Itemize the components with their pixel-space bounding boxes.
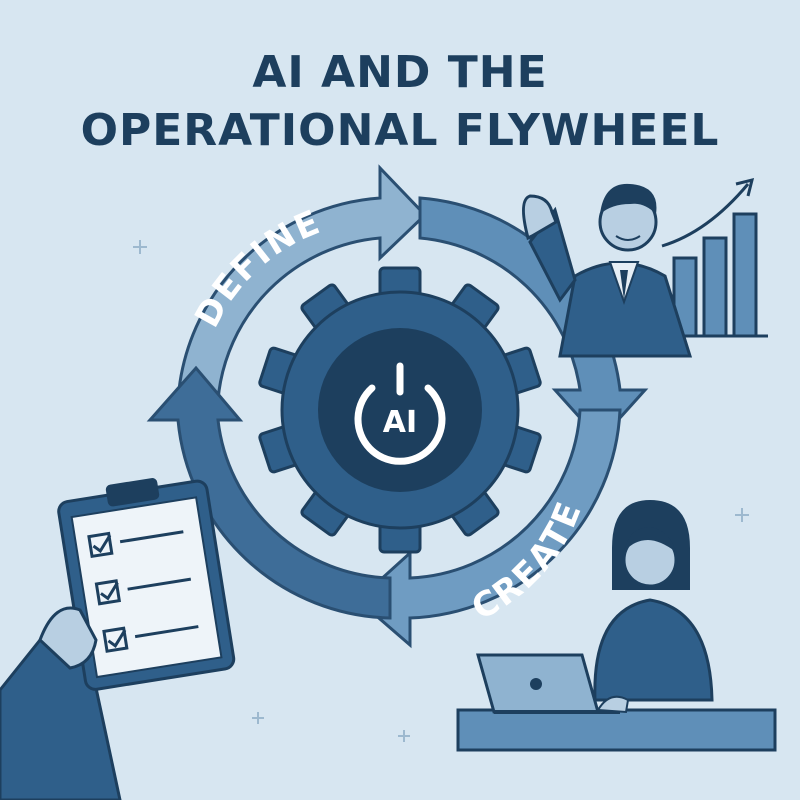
arrow-define [176,164,428,402]
title: AI AND THE OPERATIONAL FLYWHEEL [0,44,800,160]
growth-bar-chart-icon [661,177,768,338]
businessman-waving [522,177,768,358]
woman-at-laptop [456,500,777,752]
power-icon [354,362,446,465]
arrow-create [355,408,622,649]
arrow-right [418,196,649,443]
sparkle-icons [133,240,749,742]
gear-icon: AI [258,266,542,554]
clipboard-icon [57,478,236,691]
checkbox-icons [87,530,199,653]
arrow-left [146,365,392,620]
ai-badge [318,328,482,492]
title-line-1: AI AND THE [252,47,548,98]
ai-badge-text: AI [383,405,417,440]
hand-holding-checklist-clipboard [0,478,236,800]
title-line-2: OPERATIONAL FLYWHEEL [80,105,720,156]
